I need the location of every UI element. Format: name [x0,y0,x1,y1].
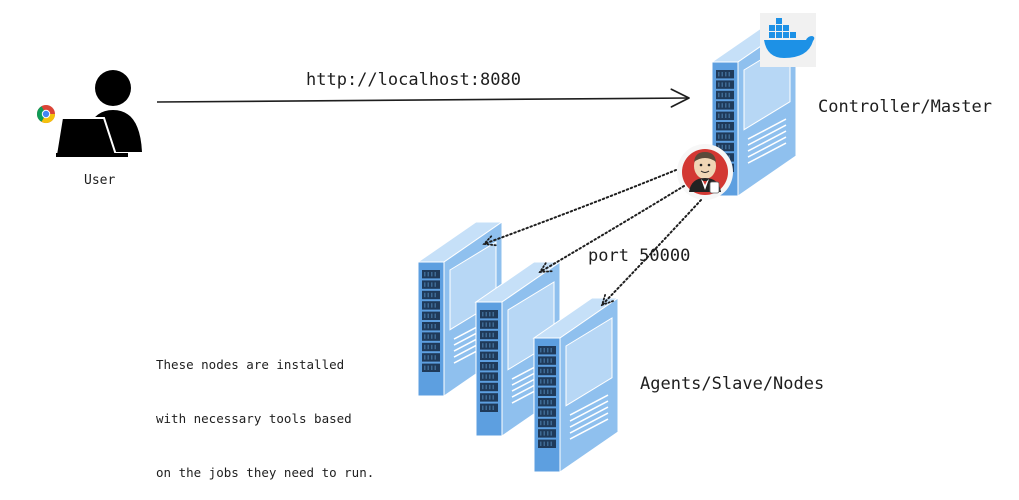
connection-agent-2 [540,185,685,272]
architecture-diagram [36,13,816,473]
connection-agent-1 [484,169,677,244]
note-line-2: with necessary tools based [156,411,352,426]
user-label: User [84,173,116,188]
url-label: http://localhost:8080 [306,70,521,90]
controller-label: Controller/Master [818,97,992,117]
http-request-arrow [156,88,690,108]
agent-connections [484,169,702,305]
user-icon [36,70,142,157]
note-text: These nodes are installed with necessary… [156,320,374,500]
laptop-icon [54,117,128,157]
agent-server-icon [532,297,620,473]
note-line-1: These nodes are installed [156,357,345,372]
port-label: port 50000 [588,246,691,266]
note-line-3: on the jobs they need to run. [156,465,375,480]
jenkins-icon [677,144,733,200]
connection-agent-3 [602,199,702,305]
chrome-icon [36,105,55,124]
docker-icon [760,13,816,67]
agents-label: Agents/Slave/Nodes [640,374,825,394]
